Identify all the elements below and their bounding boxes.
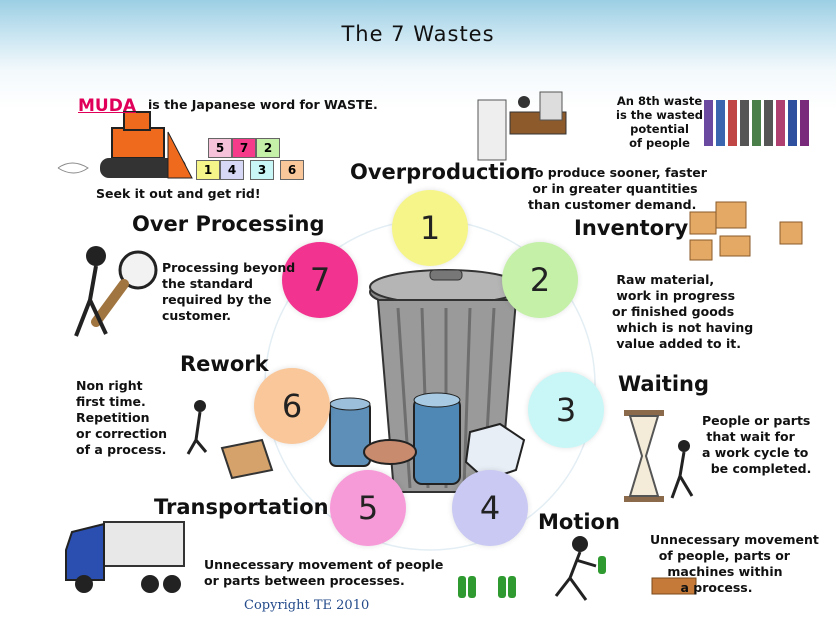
heading-transportation: Transportation xyxy=(154,495,329,519)
rework-box-icon xyxy=(186,400,274,480)
eighth-waste-text: An 8th waste is the wasted potential of … xyxy=(616,94,704,150)
block: 3 xyxy=(250,160,274,180)
waste-circle-5: 5 xyxy=(330,470,406,546)
block: 6 xyxy=(280,160,304,180)
heading-waiting: Waiting xyxy=(618,372,710,396)
muda-caption: Seek it out and get rid! xyxy=(96,186,261,201)
block: 5 xyxy=(208,138,232,158)
desc-transportation: Unnecessary movement of people or parts … xyxy=(204,557,444,588)
desc-rework: Non right first time. Repetition or corr… xyxy=(76,378,168,457)
waste-circle-2: 2 xyxy=(502,242,578,318)
heading-over-processing: Over Processing xyxy=(132,212,325,236)
waste-circle-1: 1 xyxy=(392,190,468,266)
waste-cans-icon xyxy=(329,392,526,485)
muda-definition: is the Japanese word for WASTE. xyxy=(148,97,378,112)
hourglass-icon xyxy=(624,410,694,502)
people-icon xyxy=(704,100,809,146)
muda-word: MUDA xyxy=(78,96,136,116)
magnifier-icon xyxy=(74,246,158,337)
block: 7 xyxy=(232,138,256,158)
truck-icon xyxy=(65,521,185,593)
waste-circle-6: 6 xyxy=(254,368,330,444)
block: 4 xyxy=(220,160,244,180)
desc-over-processing: Processing beyond the standard required … xyxy=(162,260,296,323)
heading-overproduction: Overproduction xyxy=(350,160,536,184)
desc-waiting: People or parts that wait for a work cyc… xyxy=(702,413,812,476)
waste-circle-4: 4 xyxy=(452,470,528,546)
heading-motion: Motion xyxy=(538,510,620,534)
desc-overproduction: To produce sooner, faster or in greater … xyxy=(528,165,707,212)
heading-inventory: Inventory xyxy=(574,216,689,240)
heading-rework: Rework xyxy=(180,352,269,376)
waste-circle-7: 7 xyxy=(282,242,358,318)
bulldozer-icon xyxy=(57,111,193,179)
paperwork-icon xyxy=(477,91,567,161)
block: 1 xyxy=(196,160,220,180)
boxes-icon xyxy=(689,201,803,261)
desc-motion: Unnecessary movement of people, parts or… xyxy=(650,532,819,595)
waste-circle-3: 3 xyxy=(528,372,604,448)
page-title: The 7 Wastes xyxy=(341,22,495,46)
desc-inventory: Raw material, work in progress or finish… xyxy=(612,272,754,351)
motion-figure-icon xyxy=(458,536,697,601)
block: 2 xyxy=(256,138,280,158)
copyright: Copyright TE 2010 xyxy=(244,598,370,613)
